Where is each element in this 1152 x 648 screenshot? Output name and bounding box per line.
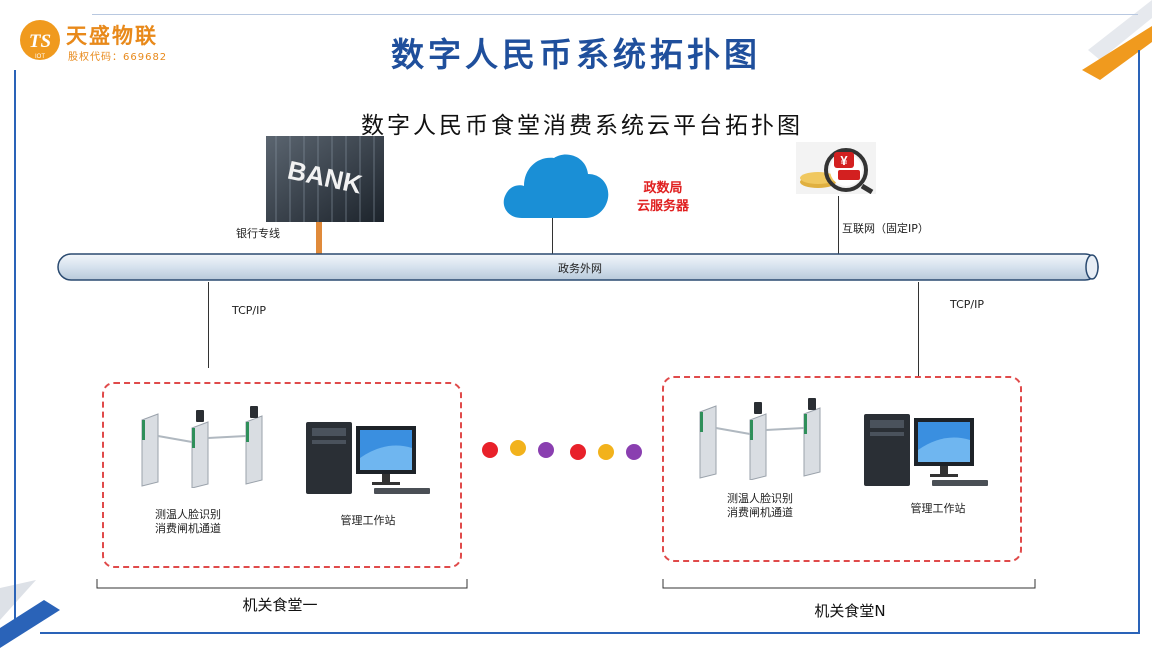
- workstation-label: 管理工作站: [340, 514, 396, 527]
- gate-label: 测温人脸识别 消费闸机通道: [727, 492, 793, 519]
- computer-workstation-icon: [864, 414, 988, 486]
- canteen-bracket: [96, 579, 468, 589]
- bank-connector: [316, 222, 322, 256]
- cloud-server-icon: [503, 154, 609, 218]
- computer-workstation-icon: [306, 422, 430, 494]
- stock-code: 股权代码：669682: [68, 52, 168, 63]
- internet-connector: [838, 196, 839, 256]
- svg-text:IOT: IOT: [35, 54, 45, 60]
- logo-mark-icon: TS IOT: [20, 20, 60, 60]
- right-drop-line: [918, 282, 919, 376]
- frame-right-line: [1138, 50, 1140, 634]
- internet-line-label: 互联网（固定IP）: [842, 222, 929, 235]
- left-drop-line: [208, 282, 209, 368]
- canteen-box: [662, 376, 1022, 562]
- government-network-bus: [57, 253, 1099, 281]
- cloud-server-label: 政数局 云服务器: [636, 181, 689, 214]
- left-protocol-label: TCP/IP: [232, 304, 266, 317]
- bank-line-label: 银行专线: [236, 227, 280, 240]
- face-gate-icon: [699, 398, 821, 480]
- svg-text:TS: TS: [29, 31, 51, 52]
- bus-label: 政务外网: [558, 262, 602, 275]
- workstation-label: 管理工作站: [910, 502, 966, 515]
- link-dot: [538, 442, 554, 458]
- link-dot: [482, 442, 498, 458]
- link-dot: [626, 444, 642, 460]
- corner-decoration-bottom-left: [0, 580, 60, 648]
- rmb-coin-icon: ¥: [796, 142, 876, 194]
- gate-label: 测温人脸识别 消费闸机通道: [155, 508, 221, 535]
- diagram-title: 数字人民币食堂消费系统云平台拓扑图: [361, 113, 803, 139]
- bank-building-icon: BANK: [266, 136, 384, 222]
- frame-bottom-line: [40, 632, 1138, 634]
- link-dot: [570, 444, 586, 460]
- corner-decoration-top-right: [1082, 0, 1152, 80]
- canteen-name: 机关食堂N: [814, 602, 886, 620]
- frame-left-line: [14, 70, 16, 630]
- right-protocol-label: TCP/IP: [950, 298, 984, 311]
- cloud-connector: [552, 218, 553, 256]
- canteen-bracket: [662, 579, 1036, 589]
- link-dot: [510, 440, 526, 456]
- link-dot: [598, 444, 614, 460]
- face-gate-icon: [141, 406, 263, 488]
- brand-name: 天盛物联: [66, 24, 158, 48]
- svg-text:¥: ¥: [840, 153, 848, 168]
- canteen-name: 机关食堂一: [242, 596, 318, 614]
- canteen-box: [102, 382, 462, 568]
- frame-top-line: [92, 14, 1138, 15]
- page-title: 数字人民币系统拓扑图: [391, 35, 761, 74]
